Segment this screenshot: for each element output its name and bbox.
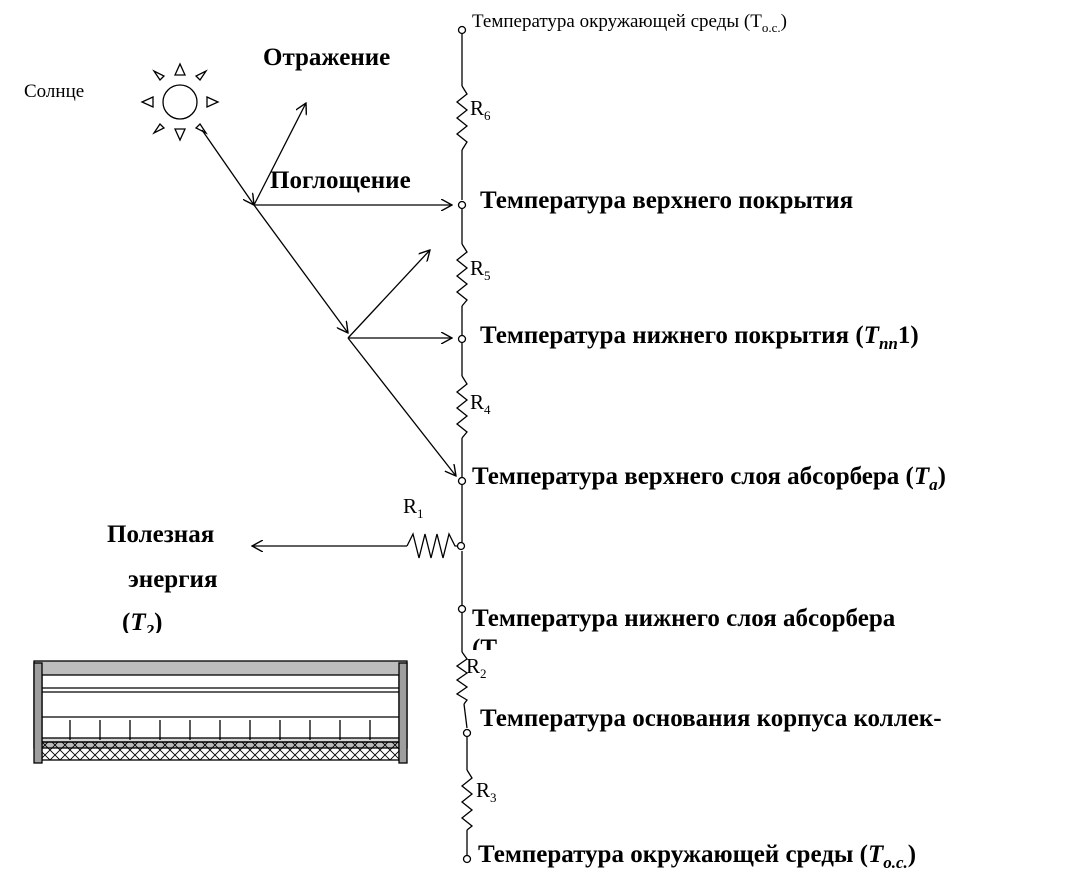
transmitted-ray-1 [253,204,348,333]
reflected-ray-lower [347,250,430,339]
lower-cover-label: Температура нижнего покрытия (Tnn1) [480,322,919,353]
node-upper-cover [457,200,467,210]
resistor-r6 [455,85,469,151]
resistor-r1-label: R1 [403,494,424,521]
resistor-r5 [455,243,469,307]
thermal-resistance-chain [406,33,474,855]
resistor-r6-label: R6 [470,96,491,123]
resistor-r4-label: R4 [470,390,491,417]
ambient-bottom-label: Температура окружающей среды (To.c.) [478,841,917,872]
ambient-top-label: Температура окружающей среды (To.c.) [472,11,787,35]
absorber-bottom-cut-label: (Т [472,636,497,650]
sun-label: Солнце [24,81,85,102]
node-absorber-bottom [457,604,467,614]
node-useful-energy [456,541,466,551]
resistor-r5-label: R5 [470,256,491,283]
resistor-r2 [455,651,469,705]
temperature-nodes [456,25,472,864]
t2-variable-label: (T2) [122,610,163,633]
node-absorber-top [457,476,467,486]
absorber-top-label: Температура верхнего слоя абсорбера (Ta) [472,463,946,494]
incident-ray-1 [201,129,254,205]
resistor-r2-label: R2 [466,654,487,681]
case-base-label: Температура основания корпуса коллек- [480,705,942,732]
resistor-r3-label: R3 [476,778,497,805]
node-lower-cover [457,334,467,344]
useful-energy-label-line1: Полезная [107,521,215,548]
reflected-ray-upper [253,103,306,206]
useful-energy-label-line2: энергия [128,566,218,593]
resistor-r4 [455,375,469,439]
resistor-r3 [460,769,474,831]
transmitted-ray-2 [347,337,456,476]
absorber-tubes-row [69,720,371,740]
resistor-r1 [406,532,458,559]
absorber-bottom-label: Температура нижнего слоя абсорбера [472,605,896,632]
node-case-base [462,728,472,738]
upper-cover-label: Температура верхнего покрытия [480,187,854,214]
absorption-label: Поглощение [270,167,411,194]
sun-icon [140,62,220,142]
reflection-label: Отражение [263,44,391,71]
radiation-rays [201,103,456,546]
collector-cross-section [33,660,408,764]
node-ambient-top [457,25,467,35]
node-ambient-bottom [462,854,472,864]
